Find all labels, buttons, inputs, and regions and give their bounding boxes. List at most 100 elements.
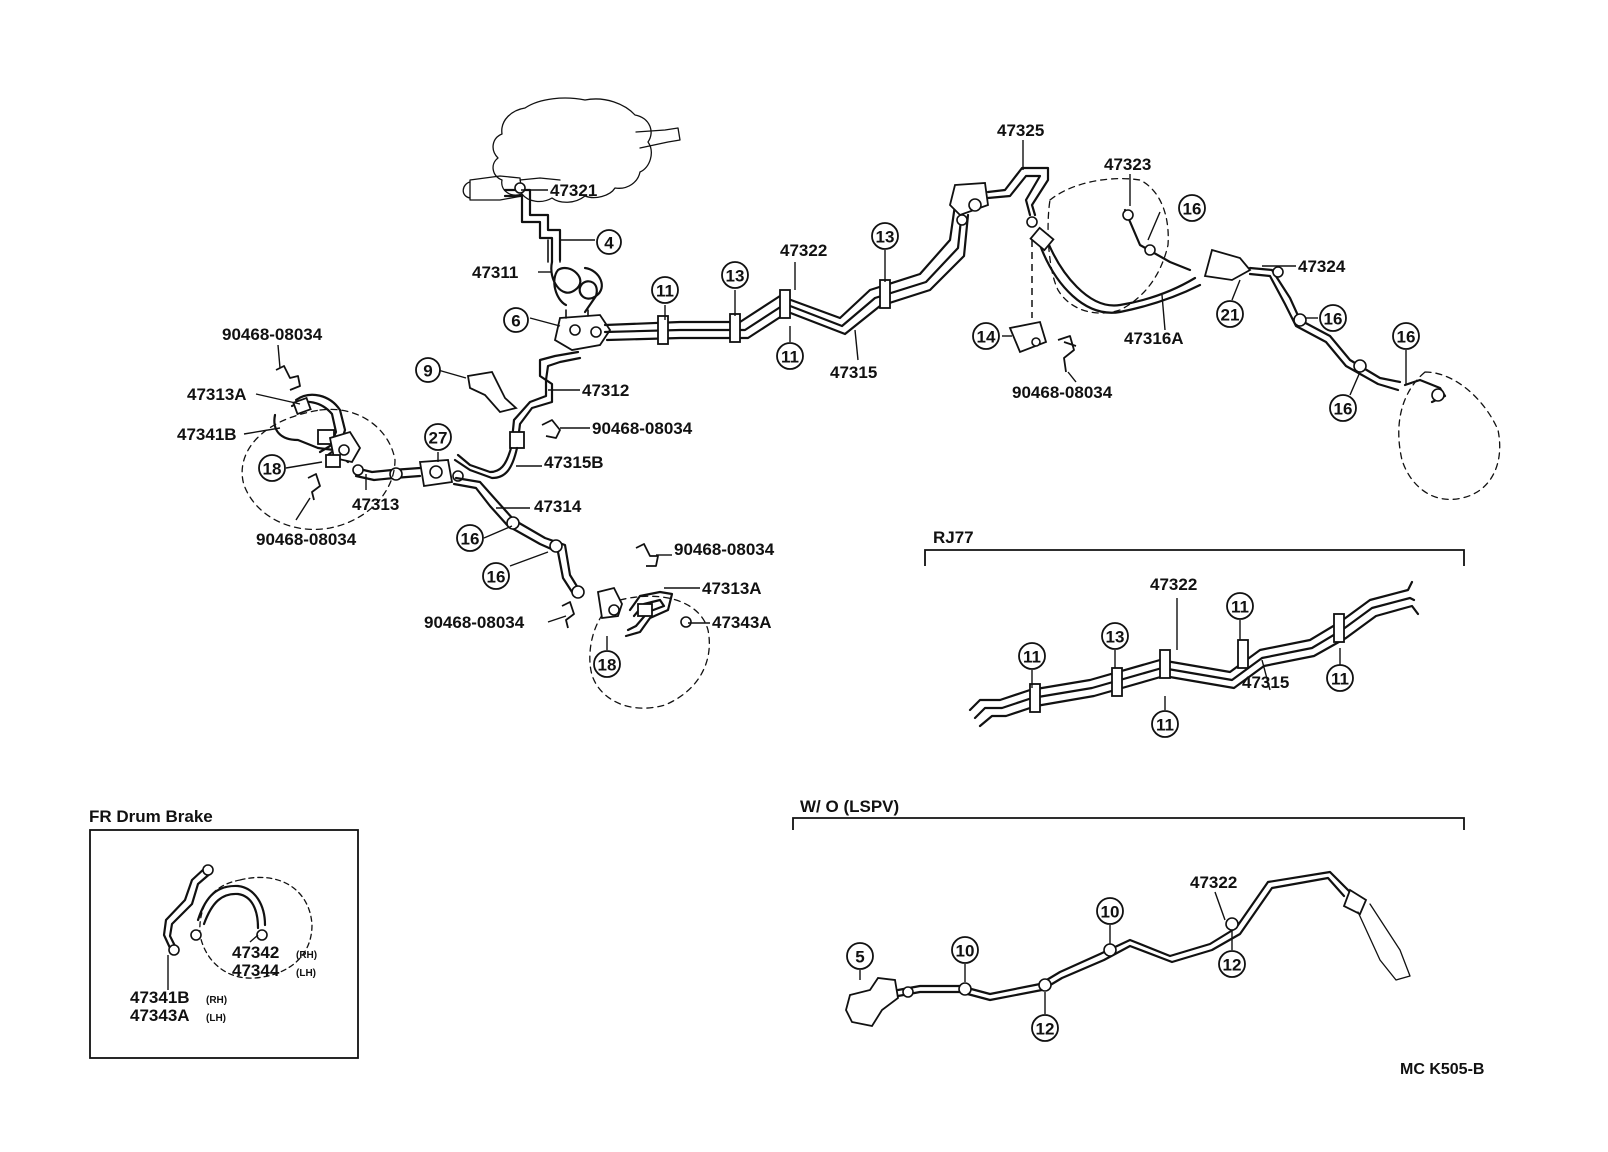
leader-lines <box>243 140 1407 650</box>
clips-lower <box>561 543 659 629</box>
callout-4: 4 <box>596 229 622 255</box>
diagram-code: MC K505-B <box>1400 1061 1484 1078</box>
callout-16c: 16 <box>1178 194 1206 222</box>
callout-16d: 16 <box>1319 304 1347 332</box>
callout-21: 21 <box>1216 300 1244 328</box>
callout-16f: 16 <box>1329 394 1357 422</box>
part-labels: 47321 47311 47312 90468-08034 47313A 473… <box>177 121 1346 632</box>
wo-lspv-inset <box>792 817 1465 1028</box>
label-47311: 47311 <box>472 263 518 282</box>
svg-text:6: 6 <box>511 312 520 331</box>
label-90468-b: 90468-08034 <box>256 530 357 549</box>
fr-label-47342: 47342 <box>232 943 279 962</box>
proportioning-valve <box>553 309 612 351</box>
label-47325: 47325 <box>997 121 1044 140</box>
lspv-valve <box>949 182 989 226</box>
callout-11b: 11 <box>776 342 804 370</box>
rear-axle-right <box>1029 177 1202 314</box>
svg-text:18: 18 <box>598 656 617 675</box>
svg-text:5: 5 <box>855 948 864 967</box>
main-tube-bundle <box>603 203 970 342</box>
callout-16e: 16 <box>1392 322 1420 350</box>
callout-14: 14 <box>972 322 1000 350</box>
svg-text:4: 4 <box>604 234 614 253</box>
fr-label-47343A: 47343A <box>130 1006 190 1025</box>
label-90468-e: 90468-08034 <box>424 613 525 632</box>
label-90468-c: 90468-08034 <box>592 419 693 438</box>
svg-text:27: 27 <box>429 429 448 448</box>
label-90468-d: 90468-08034 <box>674 540 775 559</box>
callout-18b: 18 <box>593 650 621 678</box>
wo-lspv-labels: W/ O (LSPV) 47322 5 10 10 12 12 <box>800 797 1246 1042</box>
clip-mid <box>541 419 561 439</box>
svg-text:13: 13 <box>876 228 895 247</box>
label-47323: 47323 <box>1104 155 1151 174</box>
clamp-13b <box>879 279 891 309</box>
svg-text:11: 11 <box>1231 598 1249 617</box>
svg-text:16: 16 <box>1334 400 1353 419</box>
label-47321: 47321 <box>550 181 597 200</box>
bracket-9 <box>466 371 518 414</box>
wo-callout-12a: 12 <box>1031 1014 1059 1042</box>
rj77-callout-11d: 11 <box>1326 664 1354 692</box>
junction-21 <box>1203 248 1402 392</box>
front-right-brake <box>589 586 710 709</box>
callouts: 4 6 9 27 18 16 16 18 11 13 11 13 14 16 2… <box>258 194 1420 678</box>
callout-11a: 11 <box>651 276 679 304</box>
tube-47314 <box>452 476 585 599</box>
wo-callout-5: 5 <box>846 942 874 970</box>
rj77-callout-11c: 11 <box>1226 592 1254 620</box>
callout-9: 9 <box>415 357 441 383</box>
svg-text:10: 10 <box>1101 903 1120 922</box>
rj77-label-47322: 47322 <box>1150 575 1197 594</box>
svg-text:21: 21 <box>1221 306 1240 325</box>
front-left-brake <box>241 393 396 530</box>
label-47315B: 47315B <box>544 453 604 472</box>
svg-text:14: 14 <box>977 328 996 347</box>
svg-text:13: 13 <box>1106 628 1125 647</box>
svg-text:13: 13 <box>726 267 745 286</box>
clips-left <box>275 365 561 501</box>
svg-text:16: 16 <box>1324 310 1343 329</box>
tube-47325 <box>986 166 1050 228</box>
callout-16a: 16 <box>456 524 484 552</box>
fr-label-47341B: 47341B <box>130 988 190 1007</box>
fr-label-lh1: (LH) <box>296 968 316 979</box>
tube-clamps <box>657 279 891 345</box>
label-47314: 47314 <box>534 497 582 516</box>
clip-lower-right <box>635 543 659 567</box>
front-junction-27 <box>352 459 464 488</box>
label-47313A-b: 47313A <box>702 579 762 598</box>
svg-text:11: 11 <box>781 348 799 367</box>
tube-47312 <box>509 350 582 449</box>
clamp-13a <box>729 313 741 343</box>
svg-text:11: 11 <box>1156 716 1174 735</box>
svg-text:12: 12 <box>1036 1020 1055 1039</box>
svg-text:16: 16 <box>487 568 506 587</box>
fr-label-lh2: (LH) <box>206 1013 226 1024</box>
clamp-11a <box>657 315 669 345</box>
label-47315: 47315 <box>830 363 877 382</box>
rj77-callout-11b: 11 <box>1151 710 1179 738</box>
callout-16b: 16 <box>482 562 510 590</box>
label-47313: 47313 <box>352 495 399 514</box>
label-47341B: 47341B <box>177 425 237 444</box>
clamp-11b <box>779 289 791 319</box>
svg-text:16: 16 <box>1397 328 1416 347</box>
wo-lspv-label-47322: 47322 <box>1190 873 1237 892</box>
clip-upper-left <box>275 365 301 391</box>
label-47313A-a: 47313A <box>187 385 247 404</box>
svg-text:11: 11 <box>656 282 674 301</box>
fr-label-rh1: (RH) <box>296 950 317 961</box>
callout-13b: 13 <box>871 222 899 250</box>
label-47324: 47324 <box>1298 257 1346 276</box>
hose-47315B <box>453 446 519 480</box>
rj77-callout-13: 13 <box>1101 622 1129 650</box>
callout-27: 27 <box>424 423 452 451</box>
wo-callout-10b: 10 <box>1096 897 1124 925</box>
fr-drum-labels: FR Drum Brake 47342 (RH) 47344 (LH) 4734… <box>89 807 317 1025</box>
svg-text:12: 12 <box>1223 956 1242 975</box>
tube-47311 <box>547 239 603 314</box>
svg-text:16: 16 <box>461 530 480 549</box>
